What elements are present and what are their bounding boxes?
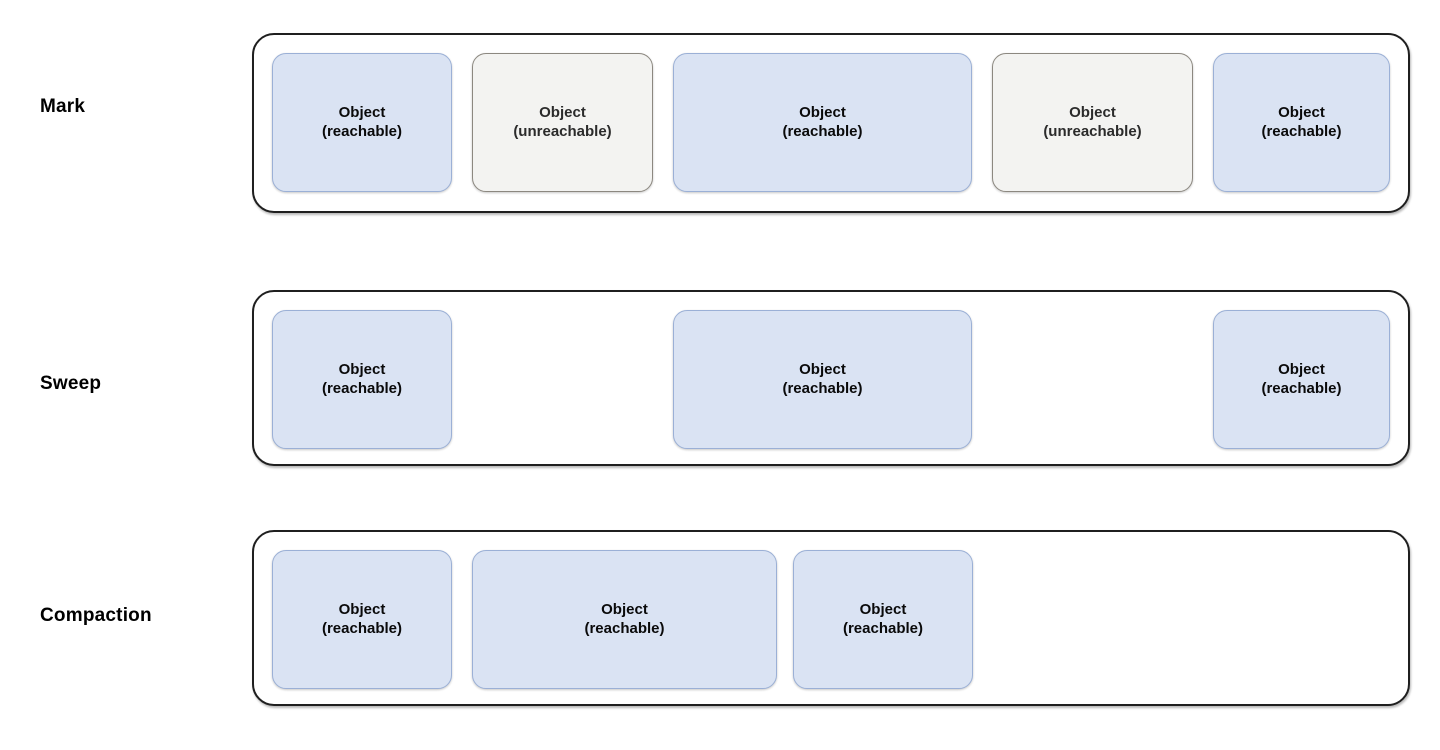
object-box-title: Object [1069, 103, 1116, 121]
object-box-state: (reachable) [1261, 379, 1342, 397]
object-box-text: Object(reachable) [1257, 361, 1345, 399]
object-box-state: (reachable) [842, 619, 924, 637]
object-box-state: (unreachable) [1043, 122, 1142, 140]
object-box-title: Object [601, 600, 648, 618]
object-box-title: Object [338, 600, 386, 618]
object-box-title: Object [338, 360, 386, 378]
object-box-reachable: Object(reachable) [472, 550, 777, 689]
object-box-reachable: Object(reachable) [272, 550, 452, 689]
object-box-text: Object(reachable) [318, 361, 406, 399]
object-box-title: Object [338, 103, 386, 121]
object-box-reachable: Object(reachable) [272, 53, 452, 192]
object-box-text: Object(reachable) [318, 601, 406, 639]
object-box-title: Object [1278, 103, 1325, 121]
object-box-state: (reachable) [321, 619, 403, 637]
object-box-state: (reachable) [584, 619, 665, 637]
object-box-state: (reachable) [1261, 122, 1342, 140]
object-box-title: Object [799, 360, 846, 378]
object-box-title: Object [539, 103, 586, 121]
object-box-reachable: Object(reachable) [1213, 310, 1390, 449]
phase-label-sweep: Sweep [40, 373, 102, 394]
object-box-title: Object [1278, 360, 1325, 378]
object-box-text: Object(reachable) [318, 104, 406, 142]
object-box-reachable: Object(reachable) [673, 53, 972, 192]
object-box-reachable: Object(reachable) [793, 550, 973, 689]
object-box-reachable: Object(reachable) [272, 310, 452, 449]
object-box-text: Object(unreachable) [509, 104, 615, 142]
object-box-reachable: Object(reachable) [673, 310, 972, 449]
object-box-text: Object(reachable) [839, 601, 927, 639]
object-box-state: (reachable) [782, 122, 863, 140]
object-box-text: Object(reachable) [1257, 104, 1345, 142]
phase-label-mark: Mark [40, 96, 86, 117]
object-box-state: (reachable) [321, 379, 403, 397]
object-box-text: Object(unreachable) [1039, 104, 1145, 142]
object-box-state: (unreachable) [513, 122, 612, 140]
object-box-title: Object [799, 103, 846, 121]
object-box-unreachable: Object(unreachable) [472, 53, 653, 192]
object-box-state: (reachable) [321, 122, 403, 140]
object-box-title: Object [859, 600, 907, 618]
object-box-unreachable: Object(unreachable) [992, 53, 1193, 192]
object-box-text: Object(reachable) [778, 104, 866, 142]
object-box-reachable: Object(reachable) [1213, 53, 1390, 192]
object-box-text: Object(reachable) [778, 361, 866, 399]
phase-label-compaction: Compaction [40, 605, 152, 626]
object-box-state: (reachable) [782, 379, 863, 397]
object-box-text: Object(reachable) [580, 601, 668, 639]
